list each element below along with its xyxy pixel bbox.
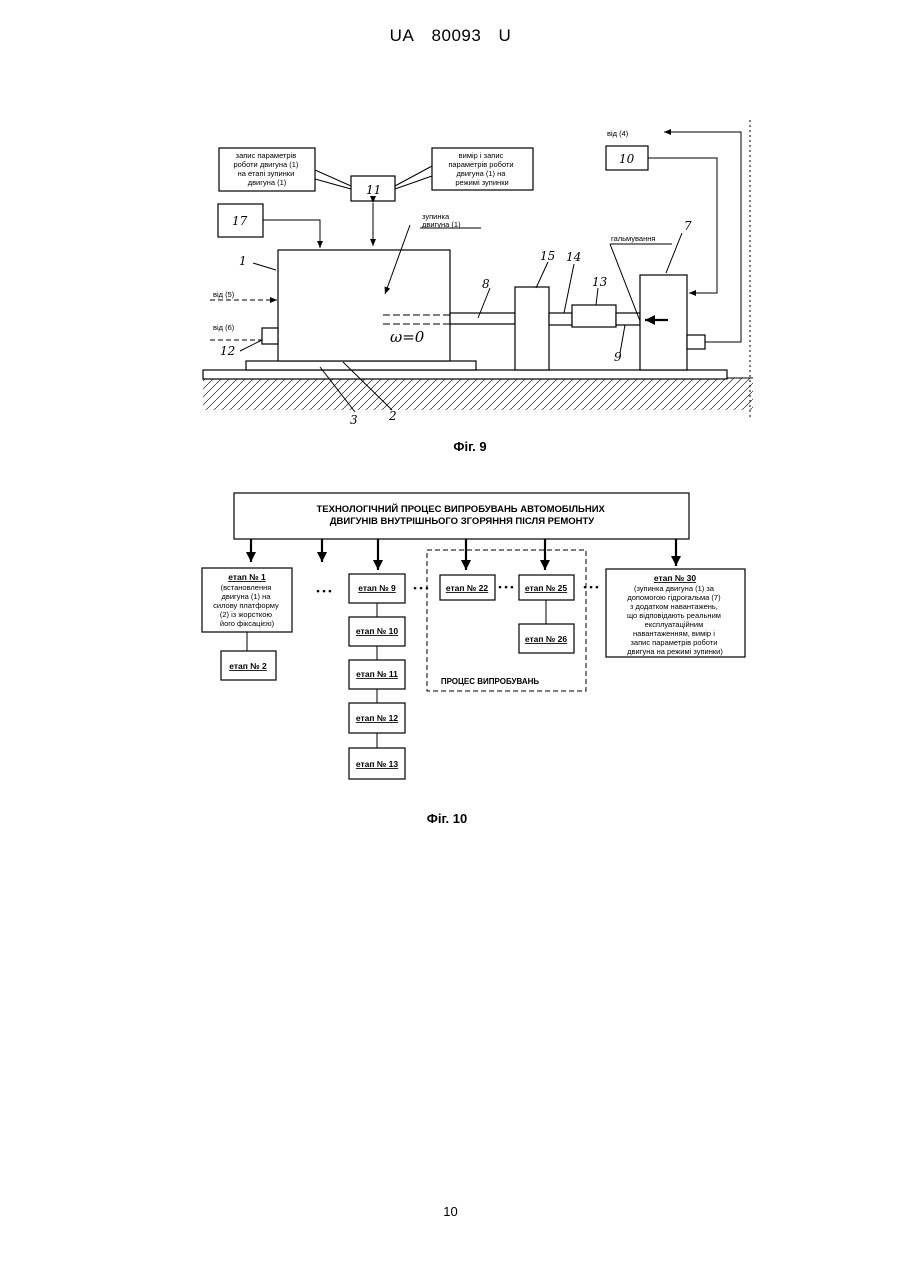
ref-13: 13: [592, 275, 608, 289]
ref-3: 3: [350, 413, 358, 427]
braking-label: гальмування: [611, 234, 655, 243]
shaft-14: [549, 313, 572, 325]
stage-1-label: етап № 1: [228, 572, 266, 582]
fig9-caption: Фіг. 9: [453, 439, 486, 454]
stage-11-label: етап № 11: [356, 669, 398, 679]
stage-26-label: етап № 26: [525, 634, 568, 644]
shaft-9: [616, 313, 640, 325]
stage-22-label: етап № 22: [446, 583, 489, 593]
ground-hatch: [203, 378, 753, 410]
fig10-caption: Фіг. 10: [427, 811, 468, 826]
sensor-12: [262, 328, 278, 344]
from-6-label: від (6): [213, 323, 235, 332]
ellipsis-4: • • •: [583, 582, 599, 593]
coupling-15: [515, 287, 549, 370]
from-4-label: від (4): [607, 129, 629, 138]
ellipsis-3: • • •: [498, 582, 514, 593]
stage-10-label: етап № 10: [356, 626, 399, 636]
stage-2-label: етап № 2: [229, 661, 267, 671]
test-process-region: [427, 550, 586, 691]
stage-13-label: етап № 13: [356, 759, 399, 769]
stage-30-label: етап № 30: [654, 573, 697, 583]
omega-label: ω=0: [390, 328, 425, 346]
ref-17: 17: [232, 214, 248, 228]
from-5-label: від (5): [213, 290, 235, 299]
ref-7: 7: [684, 219, 692, 233]
stage-9-label: етап № 9: [358, 583, 396, 593]
hydrobrake-7: [640, 275, 687, 370]
ref-11: 11: [366, 183, 381, 197]
stage-25-label: етап № 25: [525, 583, 568, 593]
process-label: ПРОЦЕС ВИПРОБУВАНЬ: [441, 677, 540, 686]
stage-1-desc: (встановлення двигуна (1) на силову плат…: [213, 583, 281, 628]
ref-14: 14: [566, 250, 581, 264]
ellipsis-1: • • •: [316, 586, 332, 597]
torque-meter-13: [572, 305, 616, 327]
stage-12-label: етап № 12: [356, 713, 399, 723]
ref-8: 8: [482, 277, 490, 291]
power-platform-2: [246, 361, 476, 370]
ref-10: 10: [619, 152, 635, 166]
page-number: 10: [0, 1204, 901, 1219]
ref-15: 15: [540, 249, 555, 263]
ref-12: 12: [220, 344, 235, 358]
stop-label: зупинка двигуна (1): [422, 212, 461, 229]
figure-10: ТЕХНОЛОГІЧНИЙ ПРОЦЕС ВИПРОБУВАНЬ АВТОМОБ…: [202, 493, 745, 826]
ref-2: 2: [388, 409, 397, 423]
ref-1: 1: [239, 254, 247, 268]
figure-9: запис параметрів роботи двигуна (1) на е…: [203, 120, 753, 454]
ref-9: 9: [614, 350, 622, 364]
base-rail-3: [203, 370, 727, 379]
